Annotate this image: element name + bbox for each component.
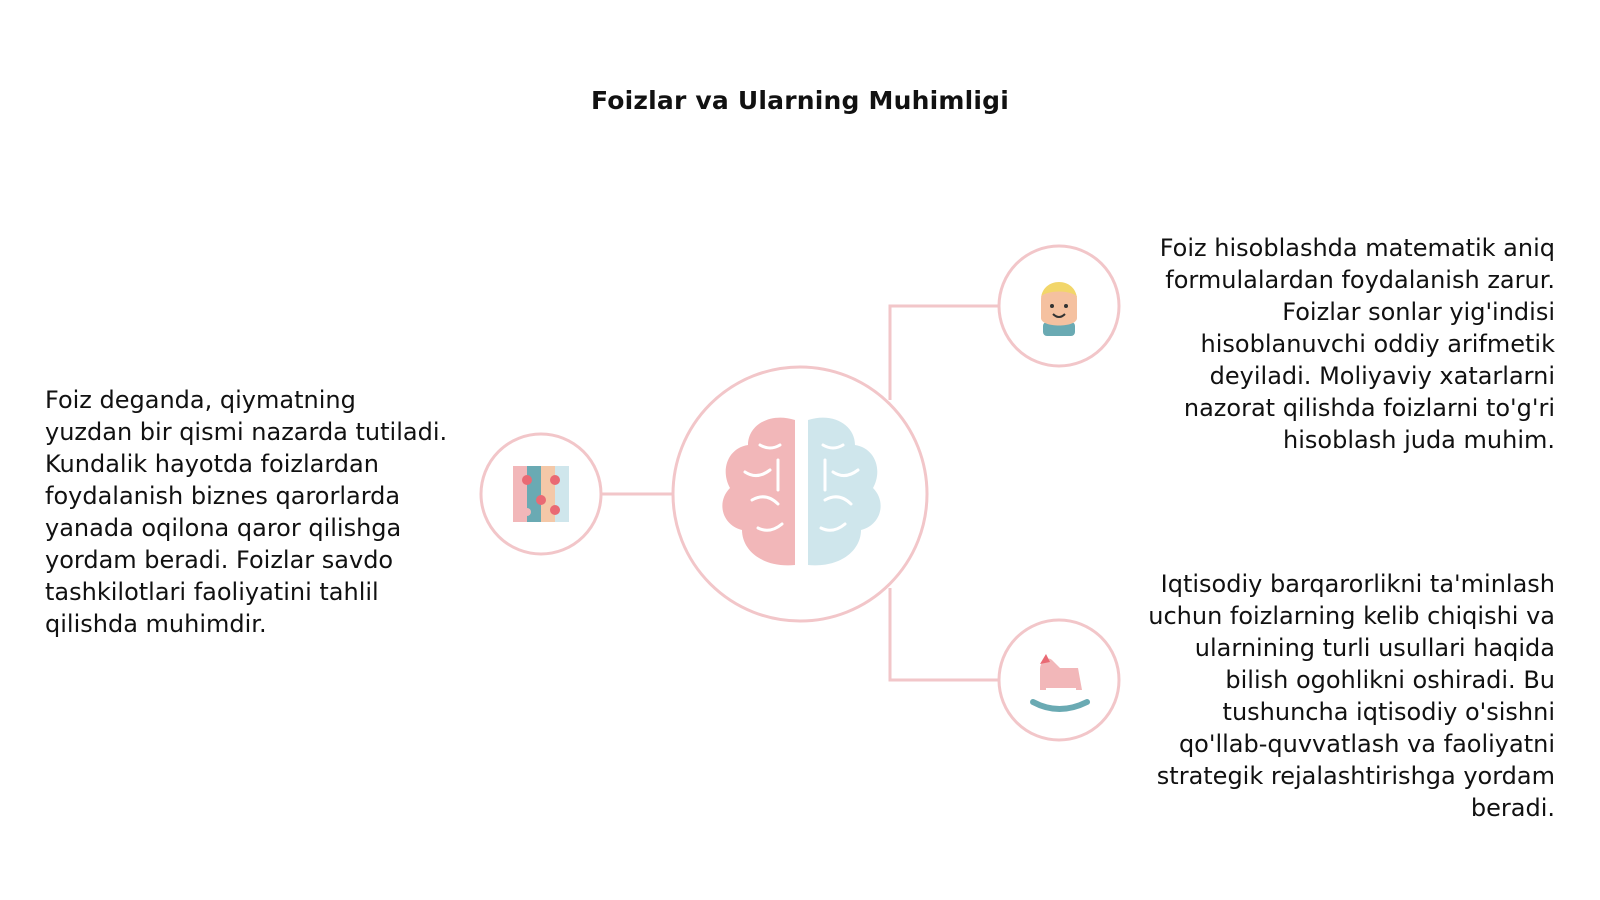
connector-lines [602,304,1000,682]
left-text-block: Foiz deganda, qiymatning yuzdan bir qism… [45,386,448,638]
center-node [671,365,929,623]
connector-top-right [888,304,1000,400]
top-right-node [997,244,1121,368]
page-title: Foizlar va Ularning Muhimligi [590,86,1010,115]
rocking-horse-icon [1030,654,1090,712]
brain-icon [722,417,881,566]
right-bottom-text-block: Iqtisodiy barqarorlikni ta'minlash uchun… [1148,570,1555,822]
child-face-icon [1041,282,1077,336]
puzzle-icon [513,466,569,522]
bottom-right-node [997,618,1121,742]
right-top-text-block: Foiz hisoblashda matematik aniq formulal… [1159,234,1555,454]
connector-bottom-right [888,588,1000,682]
left-node [479,432,603,556]
